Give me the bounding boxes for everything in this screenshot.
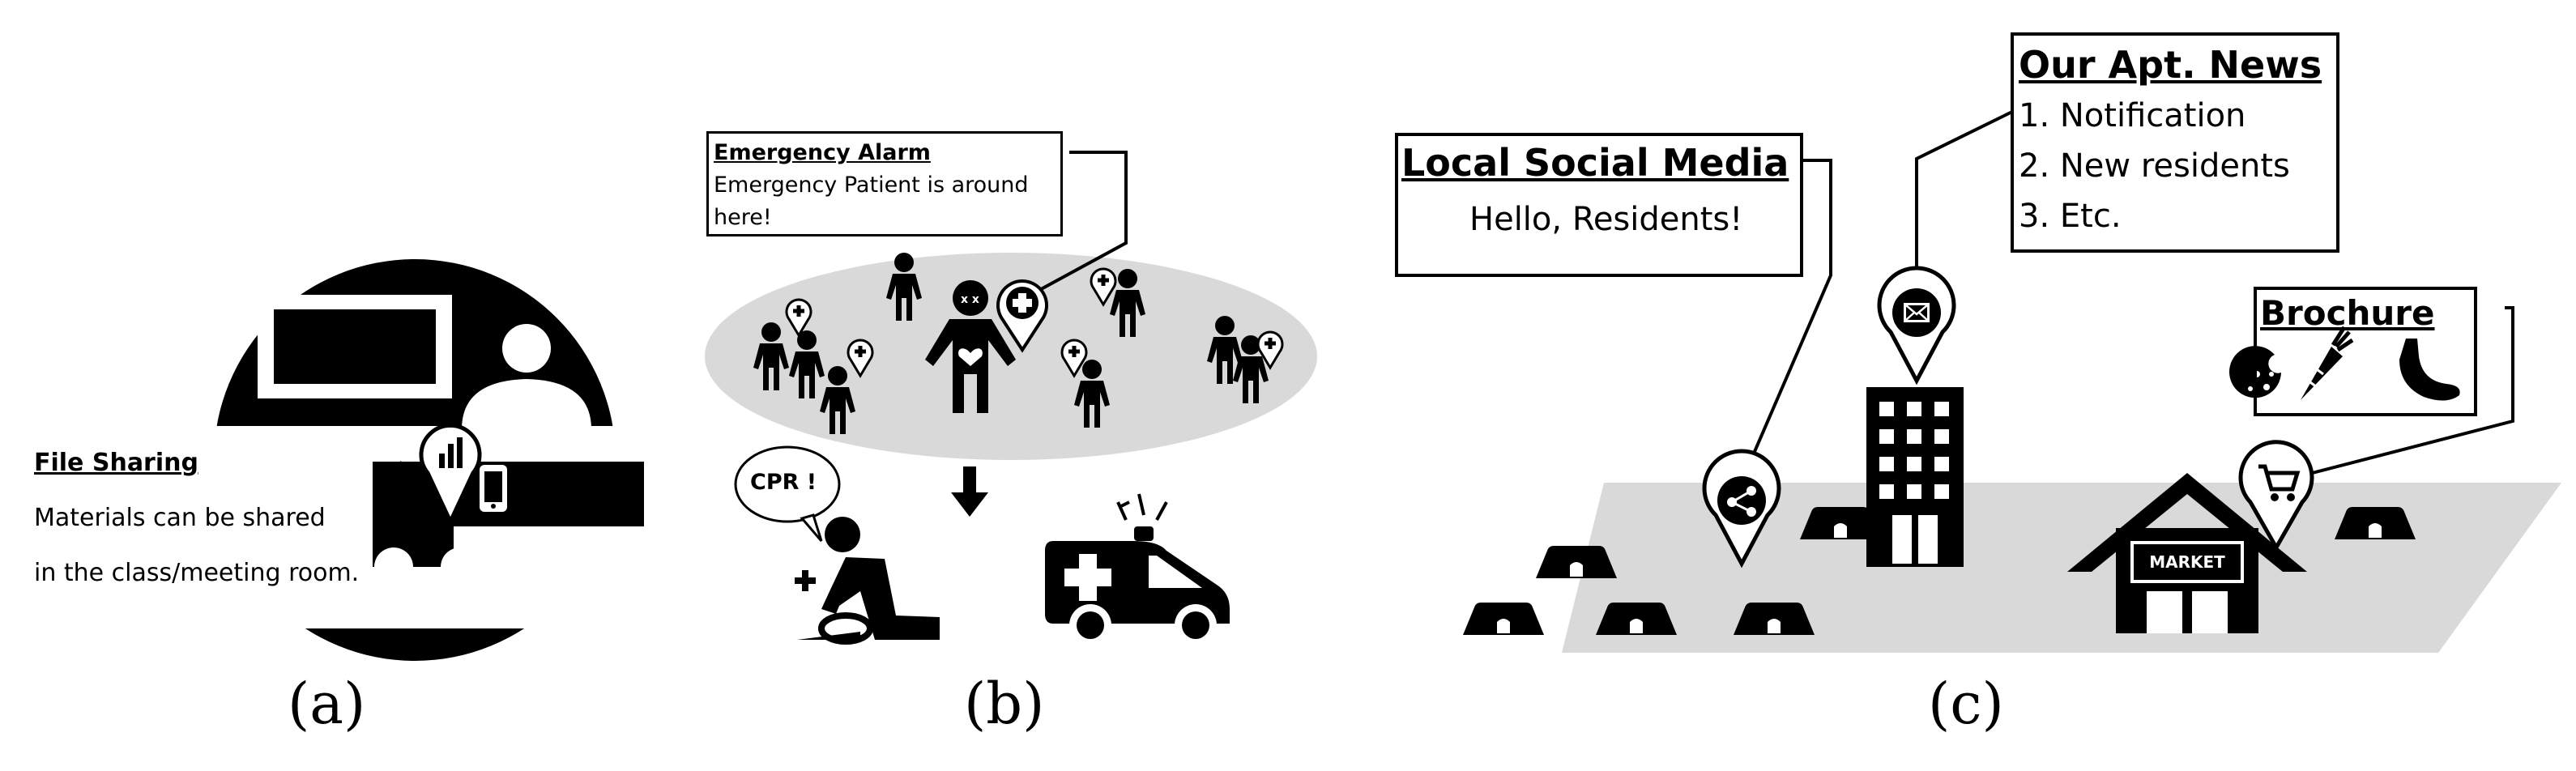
share-pin-icon (1702, 449, 1781, 569)
carrot-icon (2301, 326, 2354, 400)
panel-a-label: (a) (288, 671, 366, 737)
emergency-alarm-title: Emergency Alarm (714, 140, 931, 165)
panel-b: x x (648, 0, 1377, 771)
cart-pin-icon (2238, 440, 2314, 552)
patient-icon: x x (925, 280, 1016, 413)
file-sharing-line2: in the class/meeting room. (34, 559, 360, 587)
cpr-rescuer-icon (795, 517, 940, 645)
cpr-bubble-text: CPR ! (750, 470, 817, 495)
panel-a: File Sharing Materials can be shared in … (0, 0, 648, 771)
market-building-icon (2067, 473, 2307, 633)
file-sharing-line1: Materials can be shared (34, 504, 326, 532)
apt-news-item-2: 2. New residents (2019, 147, 2290, 185)
chart-pin-icon (419, 423, 482, 526)
apt-news-title: Our Apt. News (2019, 43, 2322, 87)
down-arrow-icon (951, 466, 988, 517)
cpr-speech-bubble (734, 445, 841, 542)
social-pointer (1742, 159, 1832, 479)
file-sharing-title: File Sharing (34, 449, 198, 477)
emergency-alarm-callout: Emergency Alarm Emergency Patient is aro… (706, 131, 1063, 236)
panel-c-label: (c) (1928, 671, 2004, 737)
news-pointer (1915, 110, 2013, 275)
apt-news-item-1: 1. Notification (2019, 97, 2246, 134)
brochure-title: Brochure (2260, 293, 2435, 333)
emergency-pin-icon (996, 279, 1048, 353)
smartphone-icon (480, 465, 507, 512)
apt-news-callout: Our Apt. News 1. Notification 2. New res… (2011, 32, 2339, 253)
emergency-alarm-line2: here! (714, 205, 772, 230)
social-media-message: Hello, Residents! (1469, 201, 1743, 238)
brochure-pointer (2274, 306, 2514, 484)
ambulance-icon (1045, 493, 1230, 646)
social-media-callout: Local Social Media Hello, Residents! (1395, 133, 1803, 277)
apt-news-item-3: 3. Etc. (2019, 198, 2122, 235)
file-sharing-callout: File Sharing Materials can be shared in … (34, 436, 382, 601)
apartment-building-icon (1866, 387, 1964, 567)
alarm-pointer (1033, 151, 1128, 295)
mail-pin-icon (1877, 266, 1956, 386)
screen-display (274, 309, 436, 384)
audience-icon (361, 547, 559, 628)
brochure-callout: Brochure (2254, 287, 2477, 416)
classroom-illustration (32, 259, 644, 661)
callout-pointer (373, 461, 403, 527)
meat-icon (2399, 339, 2460, 401)
social-media-title: Local Social Media (1401, 141, 1789, 185)
emergency-illustration: x x (705, 151, 1317, 646)
panel-b-label: (b) (964, 671, 1045, 737)
market-sign: MARKET (2149, 552, 2225, 572)
emergency-alarm-line1: Emergency Patient is around (714, 173, 1029, 198)
panel-c: Local Social Media Hello, Residents! Our… (1377, 0, 2576, 771)
svg-text:x x: x x (961, 293, 979, 306)
